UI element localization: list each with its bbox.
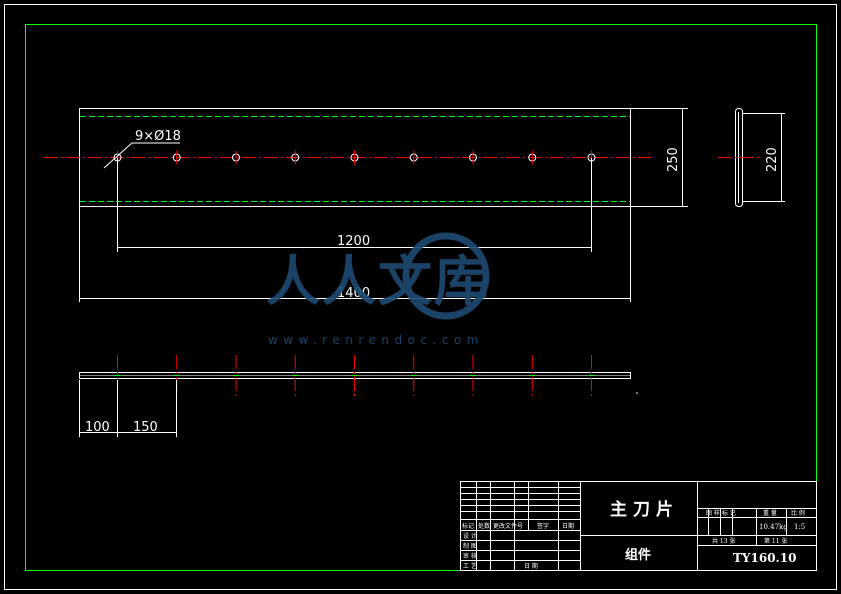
watermark: 人人文库 www.renrendoc.com [266,232,490,347]
watermark-text: 人人文库 [266,250,490,313]
header-mass: 重 量 [763,509,777,517]
rev-col-date: 日期 [562,522,574,530]
mass-value: 10.47kg [759,523,788,531]
dim-edge-offset-text: 100 [85,420,110,435]
scale-value: 1:5 [794,523,805,531]
dim-total-length: 1400 [79,207,631,302]
header-stage: 图 样 标 记 [706,509,736,517]
assembly-label: 组件 [625,547,651,563]
rev-col-docno: 更改文件号 [493,522,523,530]
role-draft: 制 图 [463,542,477,550]
side-view: 220 [718,108,785,207]
rev-col-count: 处数 [478,522,490,530]
title-block-text: 主刀片 组件 TY160.10 图 样 标 记 重 量 比 例 10.47kg … [462,499,805,570]
drawing-number: TY160.10 [733,551,796,565]
date-label: 日 期 [524,562,538,570]
dim-offsets: 100 150 [79,380,177,437]
dim-pitch-text: 150 [133,420,158,435]
outer-sheet-border [4,4,837,590]
sheet-total: 共 13 张 [712,537,735,545]
dim-height-text: 250 [666,147,681,172]
rev-col-mark: 标记 [462,522,474,530]
dim-side-height-text: 220 [765,147,780,172]
dim-total-length-text: 1400 [337,286,370,301]
hole-callout-text: 9×Ø18 [135,129,181,144]
callout-leader [103,142,133,169]
watermark-circle [402,232,490,320]
title-block-border [460,481,817,571]
top-view [79,355,638,396]
title-block [460,481,817,571]
bolt-holes [113,150,596,165]
dim-hole-span: 1200 [117,158,592,252]
drawing-frame [25,24,817,571]
front-view [44,108,652,207]
part-name: 主刀片 [610,499,679,520]
hole-callout: 9×Ø18 [103,129,181,169]
dim-hole-span-text: 1200 [337,234,370,249]
rev-col-sign: 签字 [537,522,549,530]
stray-point [636,392,638,394]
watermark-url: www.renrendoc.com [268,333,484,347]
role-review: 审 核 [463,552,477,560]
role-process: 工 艺 [463,562,477,570]
dim-height: 250 [631,108,688,207]
sheet-number: 第 11 张 [764,537,787,545]
header-scale: 比 例 [791,509,805,517]
role-design: 设 计 [463,532,477,540]
